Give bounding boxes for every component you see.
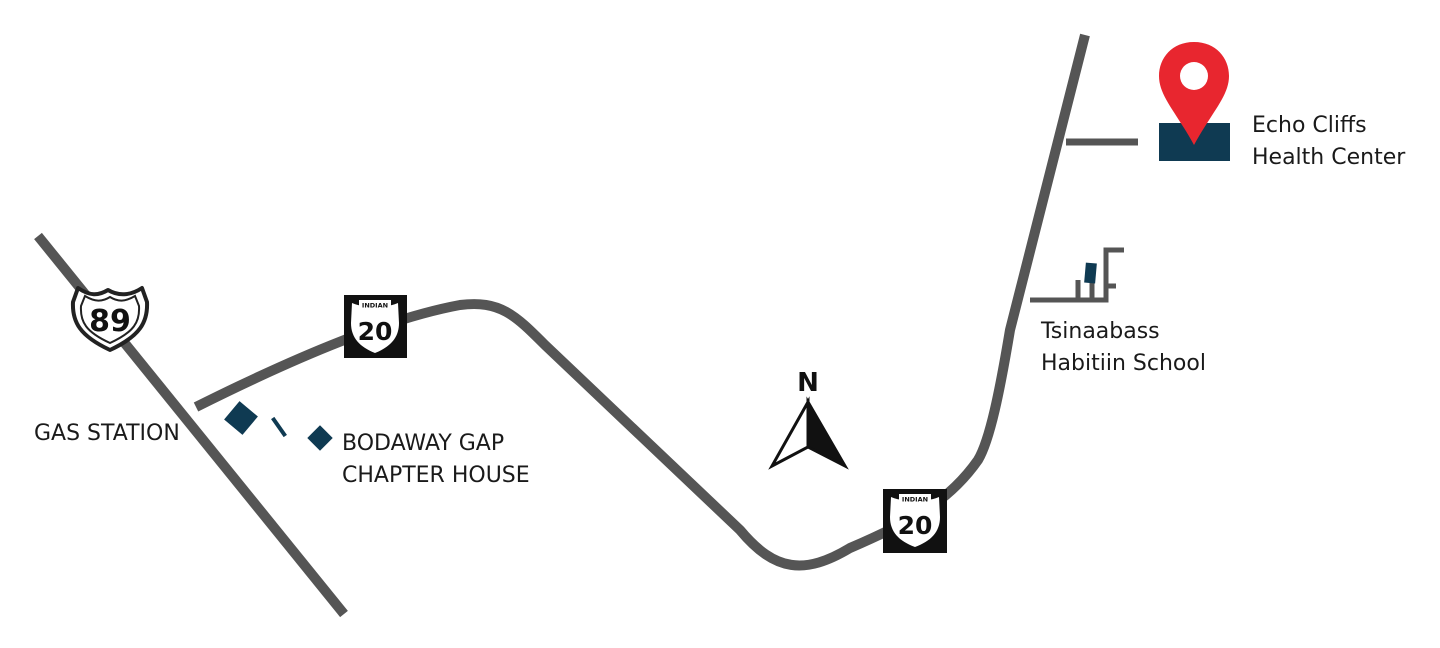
school-access-roads [1030, 247, 1124, 303]
gas-station-text: GAS STATION [34, 421, 180, 446]
indian-route-header-south: INDIAN [902, 496, 928, 504]
north-arrow-letter: N [797, 368, 819, 398]
school-line2: Habitiin School [1041, 351, 1206, 376]
us-route-number: 89 [89, 304, 131, 339]
indian-route-shield-south: INDIAN 20 [883, 489, 947, 553]
north-arrow-icon: N [768, 368, 849, 470]
school-building [1084, 262, 1097, 284]
gas-station-label: GAS STATION [34, 418, 180, 450]
bodaway-chapter-house-building [307, 425, 333, 451]
indian-route-header-north: INDIAN [362, 302, 388, 310]
indian-route-number-north: 20 [358, 317, 393, 346]
indian-route-shield-north: INDIAN 20 [344, 295, 407, 358]
health-center-label: Echo Cliffs Health Center [1252, 110, 1405, 174]
indian-route-20-road [193, 33, 1090, 571]
health-center-line2: Health Center [1252, 145, 1406, 170]
school-line1: Tsinaabass [1041, 319, 1160, 344]
bodaway-line2: CHAPTER HOUSE [342, 463, 530, 488]
gas-station-building [224, 401, 258, 435]
health-center-line1: Echo Cliffs [1252, 113, 1367, 138]
gas-station-canopy [271, 416, 287, 438]
location-pin-icon [1159, 42, 1229, 145]
bodaway-chapter-house-label: BODAWAY GAP CHAPTER HOUSE [342, 428, 530, 492]
us-route-shield-icon: 89 [70, 286, 150, 352]
indian-route-number-south: 20 [898, 511, 933, 540]
bodaway-line1: BODAWAY GAP [342, 431, 505, 456]
school-label: Tsinaabass Habitiin School [1041, 316, 1206, 380]
